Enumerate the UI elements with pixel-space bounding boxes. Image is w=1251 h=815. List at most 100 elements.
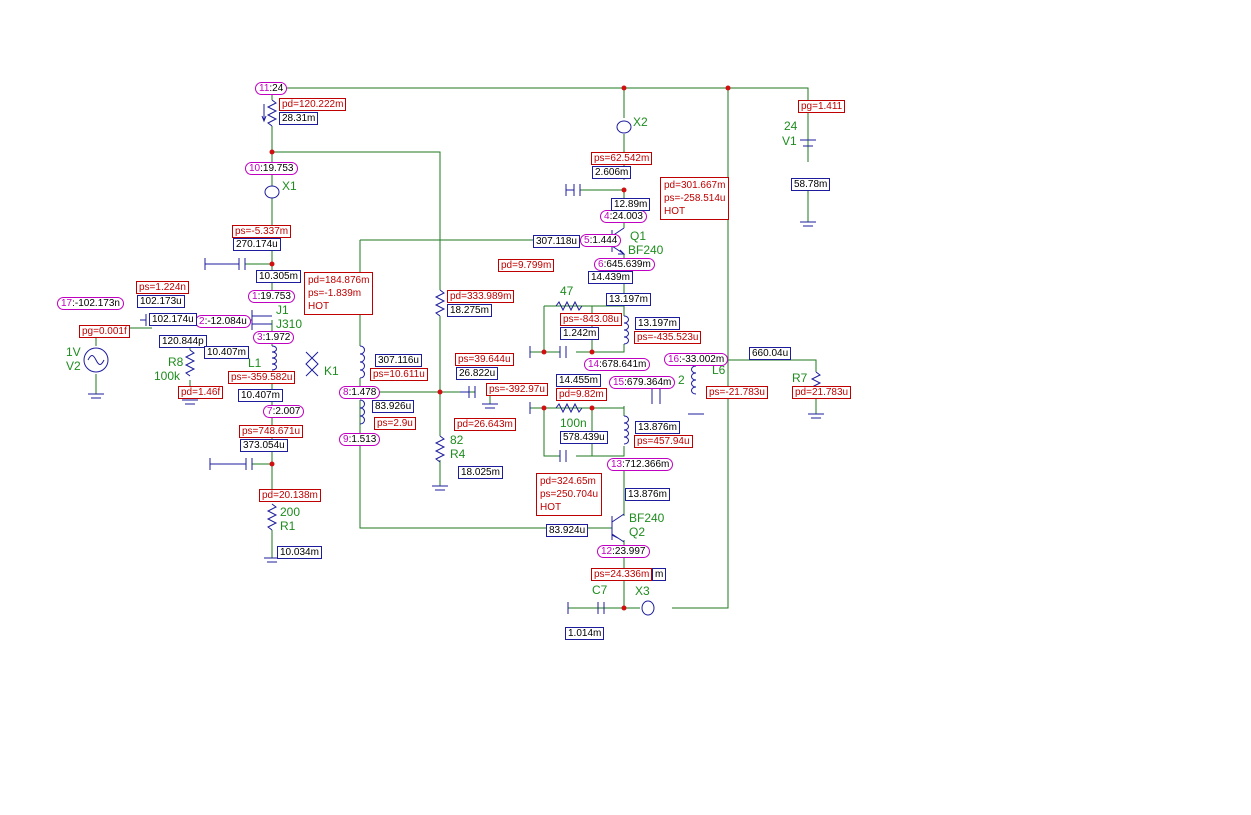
current-label: 14.439m (588, 271, 633, 284)
current-label: 307.118u (533, 235, 580, 248)
resistor-r8 (184, 349, 196, 377)
node-8-voltage: 8:1.478 (339, 386, 381, 399)
power-label: pd=333.989m (447, 290, 515, 303)
resistor-top (266, 99, 278, 127)
connectors (264, 120, 655, 616)
power-label: ps=-392.97u (486, 383, 548, 396)
r1-label: R1 (280, 519, 296, 533)
power-label: pd=9.799m (498, 259, 555, 272)
current-label: 102.174u (149, 313, 197, 326)
current-label: 1.242m (560, 327, 600, 340)
resistor-r4 (434, 435, 446, 463)
resistor-47 (555, 300, 583, 312)
r4-value: 82 (450, 433, 464, 447)
r7-label: R7 (792, 371, 808, 385)
power-label: ps=2.9u (374, 417, 416, 430)
current-label: 102.173u (137, 295, 185, 308)
power-label: ps=-5.337m (232, 225, 292, 238)
current-label: 1.014m (565, 627, 605, 640)
x2-label: X2 (633, 115, 648, 129)
node-12-voltage: 12:23.997 (597, 545, 650, 558)
current-label: 13.197m (635, 317, 680, 330)
current-label: 58.78m (791, 178, 831, 191)
q2-model: BF240 (629, 511, 665, 525)
current-label: 83.926u (372, 400, 415, 413)
q1-model: BF240 (628, 243, 664, 257)
node-17-voltage: 17:-102.173n (57, 297, 124, 310)
junctions (269, 85, 731, 611)
j1-model: J310 (276, 317, 303, 331)
grounds (88, 221, 824, 563)
node-9-voltage: 9:1.513 (339, 433, 381, 446)
power-label: ps=39.644u (455, 353, 514, 366)
power-label: pd=120.222m (279, 98, 347, 111)
capacitors (140, 184, 605, 614)
current-label: 578.439u (560, 431, 608, 444)
x3-label: X3 (635, 584, 650, 598)
v2-value: 1V (66, 345, 81, 359)
q1-label: Q1 (630, 229, 647, 243)
current-label: 660.04u (749, 347, 792, 360)
power-label: ps=-21.783u (706, 386, 768, 399)
current-label: 18.275m (447, 304, 492, 317)
r8-value: 100k (154, 369, 181, 383)
node-11-voltage: 11:24 (255, 82, 288, 95)
current-label: 373.054u (240, 439, 288, 452)
power-label: pg=0.001f (79, 325, 130, 338)
k2-label: 2 (678, 373, 685, 387)
node-2-voltage: 2:-12.084u (195, 315, 251, 328)
r47-value: 47 (560, 284, 574, 298)
current-label: 26.822u (456, 367, 499, 380)
v1-label: V1 (782, 134, 797, 148)
current-label: 18.025m (458, 466, 503, 479)
power-label: pg=1.411 (798, 100, 846, 113)
current-label: m (652, 568, 667, 581)
l6-label: L6 (712, 363, 726, 377)
current-label: 13.876m (635, 421, 680, 434)
k1-label: K1 (324, 364, 339, 378)
current-label: 28.31m (279, 112, 319, 125)
node-14-voltage: 14:678.641m (584, 358, 651, 371)
power-label: ps=10.611u (370, 368, 428, 381)
node-13-voltage: 13:712.366m (607, 458, 674, 471)
current-label: 14.455m (556, 374, 601, 387)
current-label: 270.174u (233, 238, 281, 251)
power-label: ps=24.336m (591, 568, 653, 581)
q1-dissipation-box: pd=301.667m ps=-258.514u HOT (660, 177, 730, 220)
power-label: ps=748.671u (239, 425, 304, 438)
resistor-r1 (266, 503, 278, 531)
resistors (184, 99, 822, 531)
power-label: pd=9.82m (556, 388, 607, 401)
power-label: ps=-359.582u (228, 371, 296, 384)
node-15-voltage: 15:679.364m (609, 376, 676, 389)
r4-label: R4 (450, 447, 466, 461)
power-label: pd=21.783u (792, 386, 852, 399)
q2-label: Q2 (629, 525, 646, 539)
current-label: 10.407m (238, 389, 283, 402)
power-label: ps=62.542m (591, 152, 653, 165)
current-label: 12.89m (611, 198, 651, 211)
current-label: 13.876m (625, 488, 670, 501)
l1-label: L1 (248, 356, 262, 370)
power-label: pd=1.46f (178, 386, 224, 399)
potentiometer-arrow (261, 104, 267, 123)
node-6-voltage: 6:645.639m (594, 258, 655, 271)
node-5-voltage: 5:1.444 (580, 234, 622, 247)
j1-dissipation-box: pd=184.876m ps=-1.839m HOT (304, 272, 374, 315)
x1-label: X1 (282, 179, 297, 193)
q2-dissipation-box: pd=324.65m ps=250.704u HOT (536, 473, 603, 516)
node-1-voltage: 1:19.753 (248, 290, 295, 303)
current-label: 10.305m (256, 270, 301, 283)
power-label: ps=-843.08u (560, 313, 622, 326)
current-label: 10.034m (277, 546, 322, 559)
node-10-voltage: 10:19.753 (245, 162, 298, 175)
r1-value: 200 (280, 505, 301, 519)
current-label: 13.197m (606, 293, 651, 306)
resistor-pot (434, 289, 446, 317)
r8-label: R8 (168, 355, 184, 369)
sources (83, 139, 816, 373)
c7-label: C7 (592, 583, 608, 597)
node-4-voltage: 4:24.003 (600, 210, 647, 223)
j1-label: J1 (276, 303, 289, 317)
